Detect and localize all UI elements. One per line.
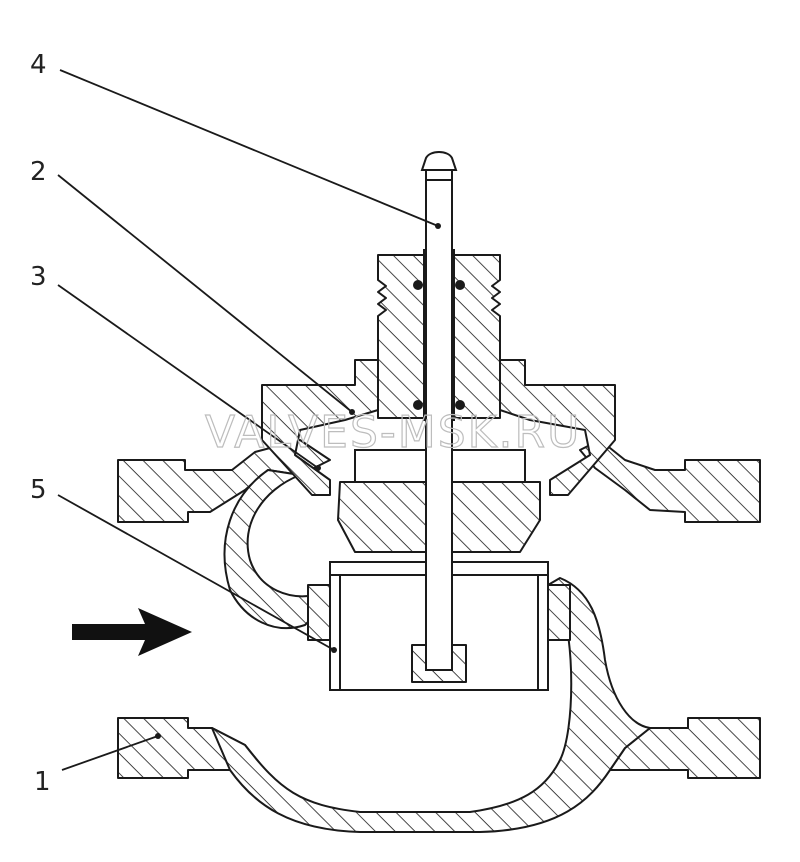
leader-line-1 — [61, 735, 159, 771]
valve-body — [117, 439, 761, 833]
valve-stem — [420, 151, 458, 671]
callout-1: 1 — [34, 767, 51, 797]
callout-2: 2 — [30, 157, 47, 187]
right-arrow-icon — [72, 608, 192, 656]
leader-lines — [57, 69, 441, 771]
watermark-text: VALVES-MSK.RU — [205, 407, 581, 458]
leader-line-3 — [57, 284, 319, 469]
leader-line-2 — [57, 174, 353, 413]
callout-5: 5 — [30, 475, 47, 505]
callout-3: 3 — [30, 262, 47, 292]
leader-line-5 — [57, 494, 335, 651]
leader-line-4 — [59, 69, 439, 227]
callout-4: 4 — [30, 50, 47, 80]
